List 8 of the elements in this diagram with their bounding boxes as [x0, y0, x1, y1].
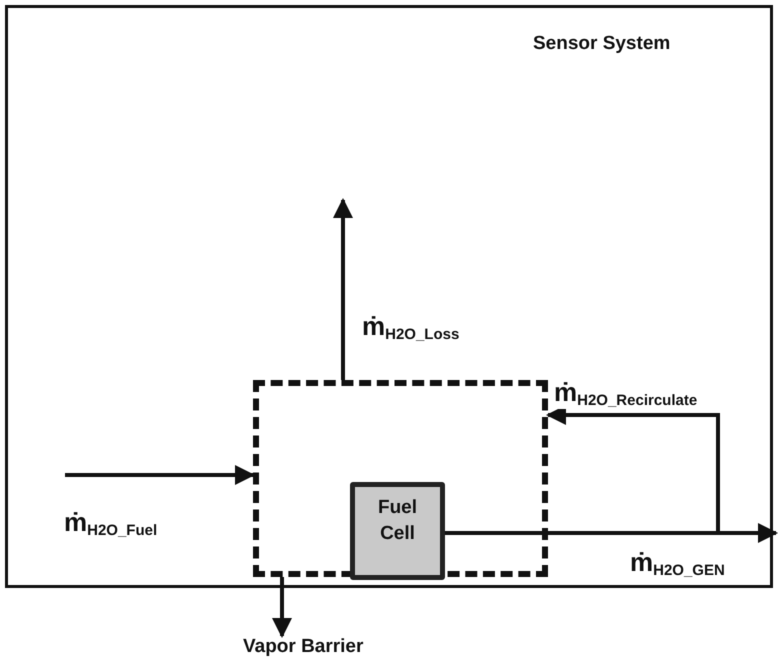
fuel-cell-box	[350, 482, 445, 580]
boundary-title: Sensor System	[533, 33, 670, 55]
vapor-barrier-boundary	[253, 380, 548, 577]
caption-text: Vapor Barrier	[243, 636, 364, 658]
flow-arrow	[272, 577, 292, 638]
component-label: Fuel Cell	[376, 496, 418, 546]
flow-arrow	[65, 465, 255, 485]
flow-arrow	[333, 198, 353, 380]
